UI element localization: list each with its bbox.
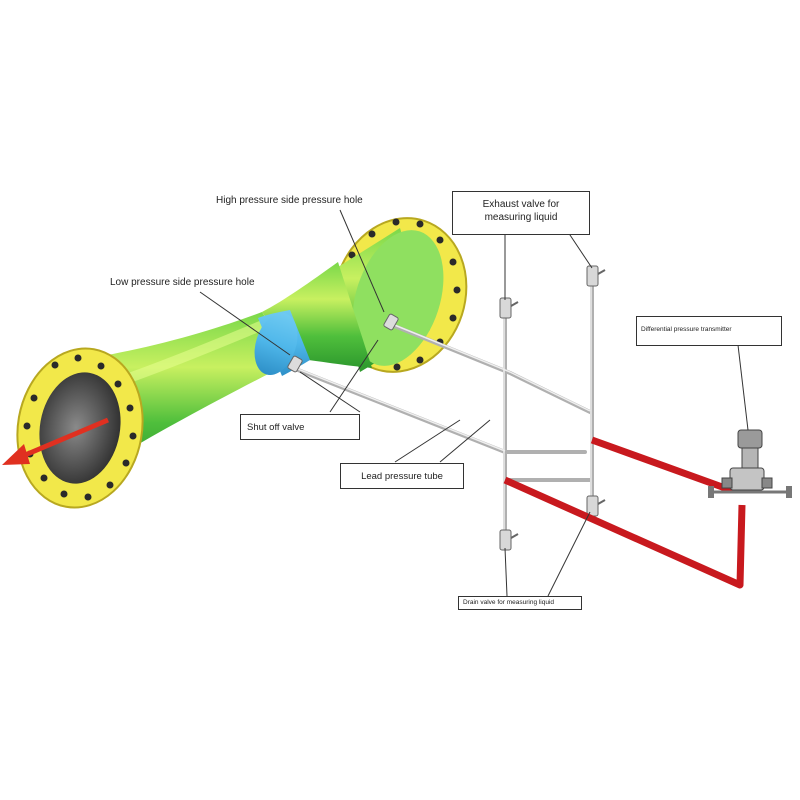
label-lead-pressure-tube: Lead pressure tube [340,463,464,489]
differential-pressure-transmitter [708,429,792,498]
label-low-pressure-hole: Low pressure side pressure hole [110,277,255,288]
shut-off-valve-high [383,313,399,331]
exhaust-valve-right [586,265,606,287]
exhaust-valve-left [499,297,519,319]
lead-pressure-tube-highlights [297,268,592,540]
lead-pressure-tubes [296,266,594,542]
label-shut-off-valve: Shut off valve [240,414,360,440]
label-differential-transmitter: Differential pressure transmitter [636,316,782,346]
label-drain-valve: Drain valve for measuring liquid [458,596,582,610]
flow-direction-arrow [2,417,109,465]
inlet-flange [16,347,144,509]
leader-lines [199,209,749,597]
signal-tubes [503,436,746,589]
label-high-pressure-hole: High pressure side pressure hole [216,195,363,206]
drain-valve-left [499,529,519,551]
shut-off-valve-low [287,355,303,373]
label-exhaust-valve: Exhaust valve for measuring liquid [452,191,590,235]
